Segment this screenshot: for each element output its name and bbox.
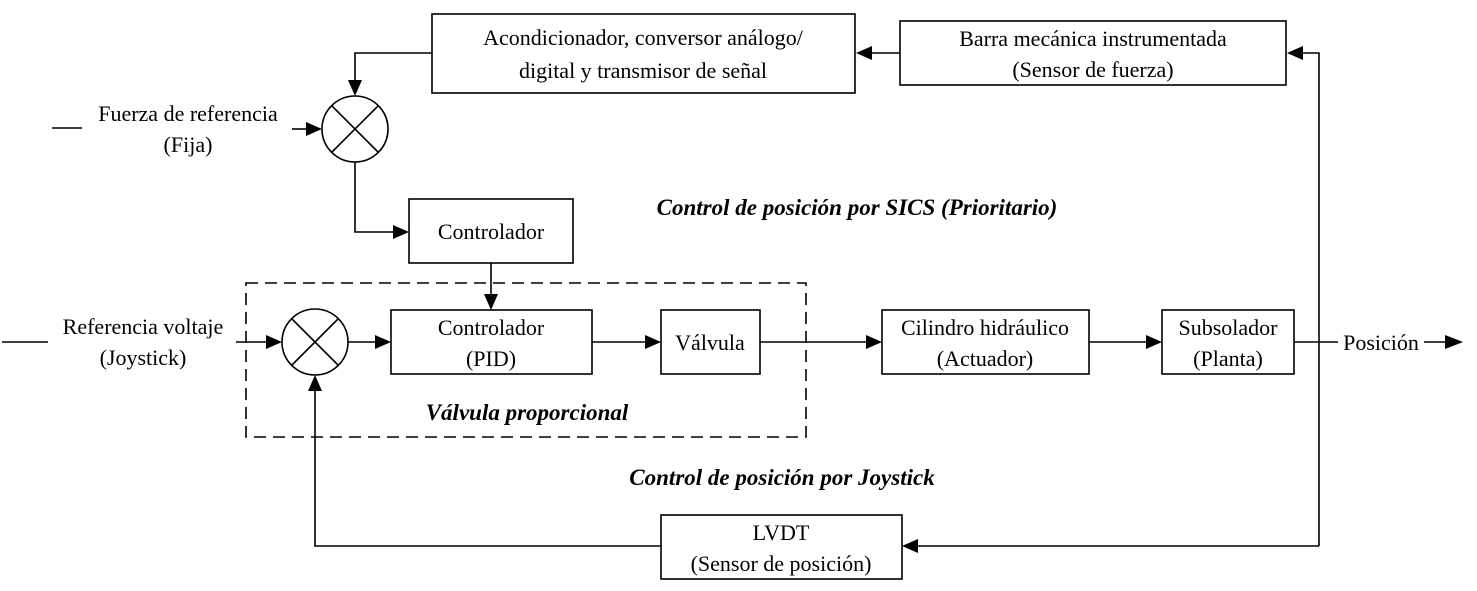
valvula-label: Válvula bbox=[675, 330, 745, 355]
summing-junction-force bbox=[321, 95, 389, 163]
sics-control-label: Control de posición por SICS (Prioritari… bbox=[657, 195, 1058, 220]
arrow-right-icon bbox=[1146, 335, 1162, 349]
block-lvdt: LVDT (Sensor de posición) bbox=[660, 514, 903, 580]
arrow-up-icon bbox=[308, 375, 322, 391]
barra-line2: (Sensor de fuerza) bbox=[1012, 57, 1173, 82]
valvula-proporcional-group bbox=[245, 282, 807, 438]
block-controlador-pid: Controlador (PID) bbox=[390, 309, 593, 375]
output-label: Posición bbox=[1343, 330, 1419, 355]
block-valvula: Válvula bbox=[660, 309, 761, 375]
arrow-right-icon bbox=[375, 335, 391, 349]
arrow-right-icon bbox=[306, 122, 322, 136]
acondicionador-line2: digital y transmisor de señal bbox=[519, 58, 767, 83]
barra-line1: Barra mecánica instrumentada bbox=[959, 26, 1227, 51]
block-controlador-sics: Controlador bbox=[408, 198, 574, 264]
subsolador-line2: (Planta) bbox=[1193, 346, 1263, 371]
controlador-sics-label: Controlador bbox=[438, 219, 545, 244]
arrow-left-icon bbox=[856, 46, 872, 60]
cilindro-line1: Cilindro hidráulico bbox=[901, 315, 1069, 340]
arrow-left-icon bbox=[902, 539, 918, 553]
arrow-right-icon bbox=[266, 335, 282, 349]
wire-junction-to-controlador bbox=[354, 162, 393, 233]
controlador-pid-line2: (PID) bbox=[466, 346, 516, 371]
fuerza-label-line1: Fuerza de referencia bbox=[98, 101, 278, 126]
cilindro-line2: (Actuador) bbox=[937, 346, 1034, 371]
arrow-right-icon bbox=[393, 225, 409, 239]
block-barra-mecanica: Barra mecánica instrumentada (Sensor de … bbox=[899, 20, 1287, 86]
lvdt-line2: (Sensor de posición) bbox=[691, 551, 872, 576]
fuerza-label-line2: (Fija) bbox=[164, 132, 213, 157]
block-cilindro: Cilindro hidráulico (Actuador) bbox=[881, 309, 1090, 375]
voltaje-label-line2: (Joystick) bbox=[100, 345, 187, 370]
arrow-right-icon bbox=[645, 335, 661, 349]
controlador-pid-line1: Controlador bbox=[438, 315, 545, 340]
subsolador-line1: Subsolador bbox=[1179, 315, 1279, 340]
arrow-down-icon bbox=[348, 80, 362, 96]
voltaje-label-line1: Referencia voltaje bbox=[63, 314, 224, 339]
arrow-left-icon bbox=[1287, 46, 1303, 60]
arrow-right-icon bbox=[1445, 335, 1463, 349]
wire-lvdt-to-junction bbox=[314, 391, 661, 547]
joystick-control-label: Control de posición por Joystick bbox=[629, 465, 935, 490]
wire-acond-to-junction bbox=[354, 52, 432, 80]
block-acondicionador: Acondicionador, conversor análogo/ digit… bbox=[431, 13, 856, 94]
lvdt-line1: LVDT bbox=[753, 520, 810, 545]
valvula-proporcional-label: Válvula proporcional bbox=[426, 400, 629, 425]
wire-position-feedback bbox=[1303, 52, 1320, 546]
acondicionador-line1: Acondicionador, conversor análogo/ bbox=[483, 25, 804, 50]
summing-junction-position bbox=[281, 308, 349, 376]
block-subsolador: Subsolador (Planta) bbox=[1161, 309, 1295, 375]
arrow-right-icon bbox=[866, 335, 882, 349]
arrow-down-icon bbox=[484, 294, 498, 310]
